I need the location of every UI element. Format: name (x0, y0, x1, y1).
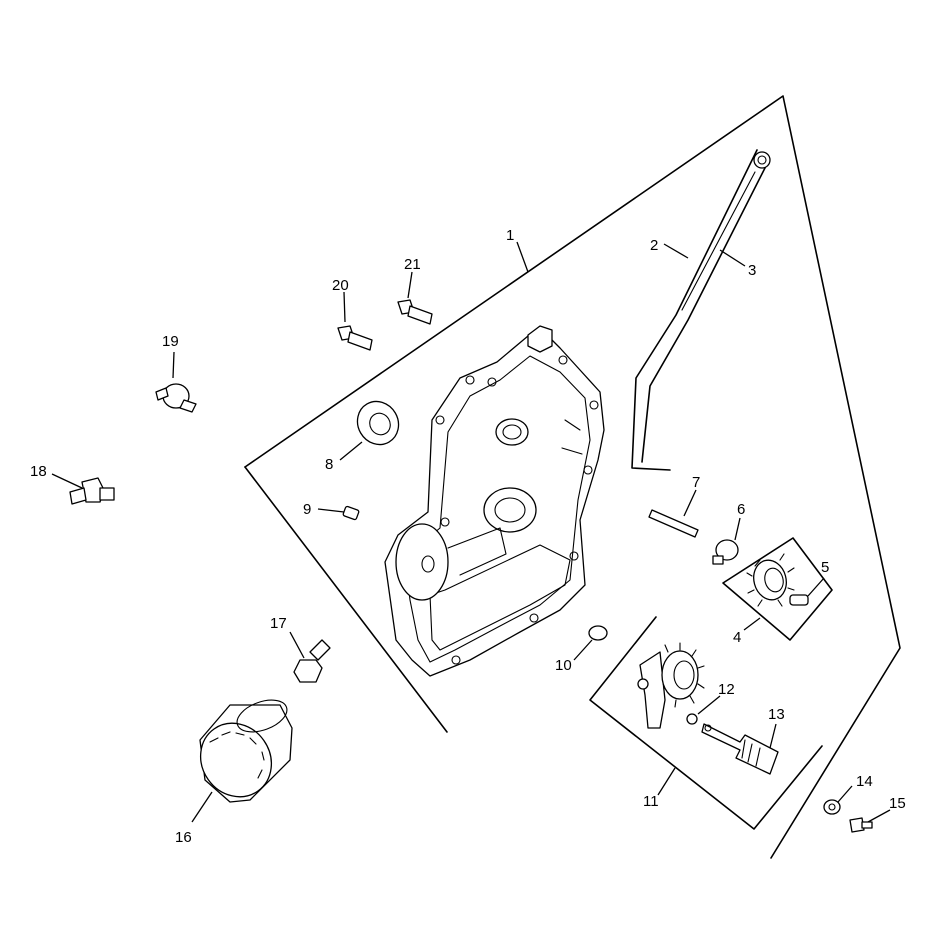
oil-filter (199, 699, 293, 803)
drain-bolt (849, 817, 873, 833)
callout-11: 11 (643, 793, 659, 810)
pressure-switch (155, 383, 197, 413)
pin (648, 509, 699, 538)
oil-seal (356, 400, 400, 446)
callout-1: 1 (506, 227, 514, 244)
callout-15: 15 (889, 795, 906, 812)
callout-6: 6 (737, 501, 745, 518)
cover-bolt-21 (397, 299, 433, 325)
callout-3: 3 (748, 262, 756, 279)
pump-shaft (701, 723, 779, 775)
plug (342, 505, 360, 521)
gear (746, 553, 795, 607)
assembly-4-outline (722, 537, 833, 641)
oil-pump-gear (637, 642, 705, 729)
callout-14: 14 (856, 773, 873, 790)
o-ring (588, 625, 608, 641)
sealing-washer (823, 799, 841, 815)
callout-19: 19 (162, 333, 179, 350)
callout-labels: 1 2 3 4 5 6 7 8 9 10 11 12 13 14 15 16 1… (30, 227, 906, 846)
cover-bolt-20 (337, 325, 373, 351)
callout-7: 7 (692, 474, 700, 491)
callout-21: 21 (404, 256, 421, 273)
leader-lines (51, 241, 891, 823)
gear-shaft (789, 594, 809, 606)
assembly-1-outline (244, 95, 901, 859)
dipstick-tube (631, 149, 771, 471)
crankcase-cover (384, 325, 605, 677)
washer (712, 539, 739, 565)
dipstick (681, 171, 756, 311)
callout-8: 8 (325, 456, 333, 473)
callout-2: 2 (650, 237, 658, 254)
small-o-ring (686, 713, 698, 725)
filter-connector (293, 639, 331, 683)
callout-5: 5 (821, 559, 829, 576)
assembly-11-outline (589, 616, 823, 830)
callout-9: 9 (303, 501, 311, 518)
callout-13: 13 (768, 706, 785, 723)
callout-4: 4 (733, 629, 741, 646)
callout-16: 16 (175, 829, 192, 846)
callout-17: 17 (270, 615, 287, 632)
elbow-fitting (69, 477, 115, 505)
callout-18: 18 (30, 463, 47, 480)
callout-20: 20 (332, 277, 349, 294)
callout-10: 10 (555, 657, 572, 674)
callout-12: 12 (718, 681, 735, 698)
